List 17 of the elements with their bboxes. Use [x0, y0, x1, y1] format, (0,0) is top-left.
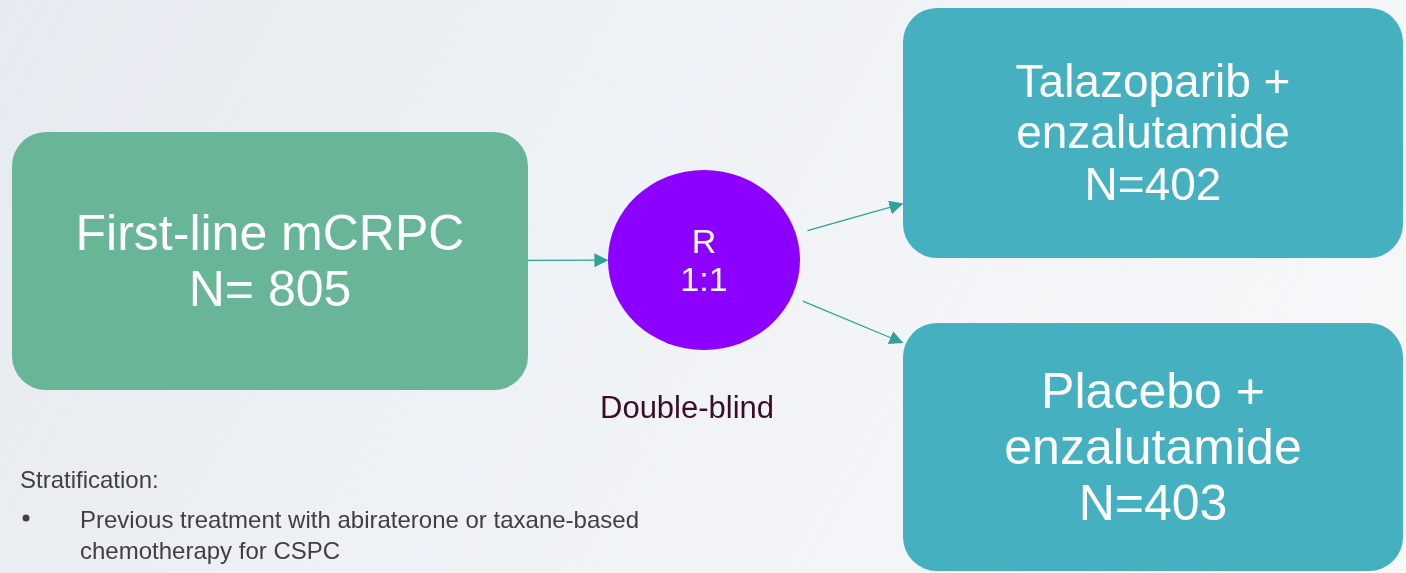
arrow: [802, 300, 904, 345]
node-label: Placebo + enzalutamide: [1003, 363, 1303, 475]
node-count: N=403: [1078, 475, 1228, 531]
node-count: N=402: [1084, 158, 1222, 211]
arrow: [527, 253, 609, 268]
list-item: Previous treatment with abiraterone or taxane-based chemotherapy for CSPC: [80, 505, 640, 567]
treatment-arm-box: [903, 323, 1403, 571]
node-count: N= 805: [188, 261, 352, 317]
node-label: Talazoparib + enzalutamide: [1014, 55, 1292, 159]
node-count: 1:1: [680, 260, 728, 299]
node-label: R: [691, 221, 717, 260]
node-caption: Double-blind: [600, 390, 775, 426]
list-heading: Stratification:: [20, 466, 159, 494]
arrow: [806, 200, 904, 232]
treatment-arm-box: [903, 8, 1403, 258]
node-label: First-line mCRPC: [75, 205, 465, 261]
population-box: [12, 132, 528, 390]
